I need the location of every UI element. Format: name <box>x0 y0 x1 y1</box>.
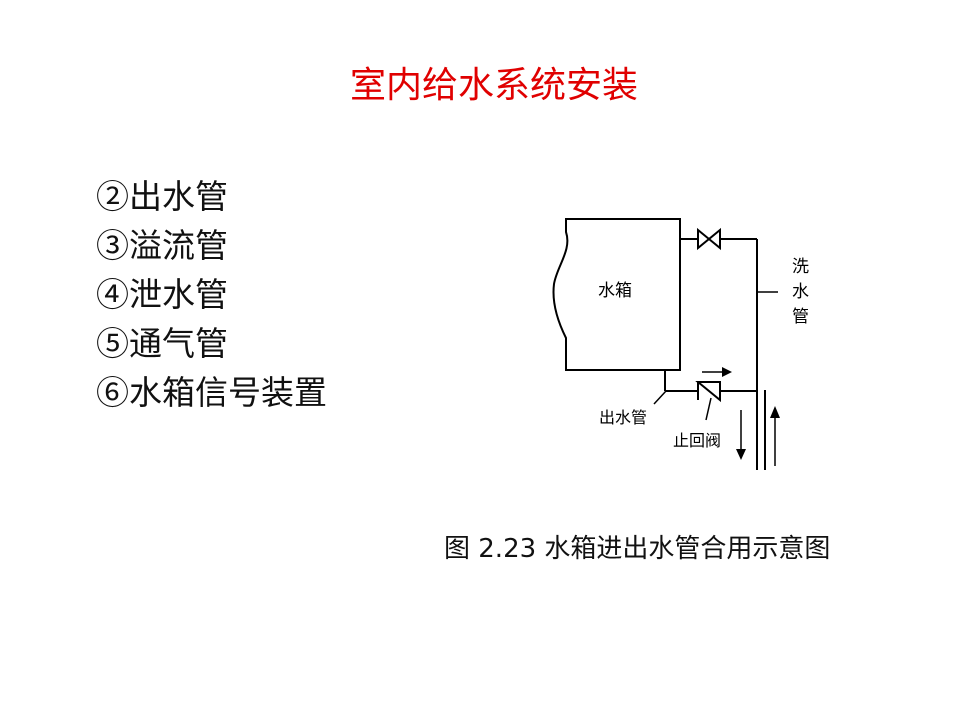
check-valve-label: 止回阀 <box>673 431 721 450</box>
check-valve-icon <box>695 381 721 403</box>
page-title: 室内给水系统安装 <box>349 65 638 106</box>
gate-valve-icon <box>697 227 721 251</box>
list-item: ④泄水管 <box>96 275 228 314</box>
list-item: ②出水管 <box>96 177 228 216</box>
wash-pipe-label-1: 洗 <box>792 257 809 277</box>
list-item: ⑥水箱信号装置 <box>96 373 327 412</box>
water-tank-diagram: 水箱 出水管 止回阀 洗 水 管 <box>552 218 809 470</box>
check-valve-leader <box>705 397 712 421</box>
list-item: ③溢流管 <box>96 226 228 265</box>
figure-caption: 图 2.23 水箱进出水管合用示意图 <box>444 534 831 564</box>
outlet-pipe-label: 出水管 <box>599 408 647 427</box>
flow-arrow-up-icon <box>770 406 780 418</box>
list-item: ⑤通气管 <box>96 324 228 363</box>
water-tank-outline <box>552 218 681 371</box>
tank-label: 水箱 <box>598 281 632 301</box>
flow-arrow-right-icon <box>722 367 732 377</box>
pipe-list: ②出水管 ③溢流管 ④泄水管 ⑤通气管 ⑥水箱信号装置 <box>96 172 327 417</box>
wash-pipe-label-3: 管 <box>792 307 809 327</box>
outlet-pipe-leader <box>653 390 667 405</box>
wash-pipe-label-2: 水 <box>792 282 809 302</box>
flow-arrow-down-icon <box>736 449 746 460</box>
